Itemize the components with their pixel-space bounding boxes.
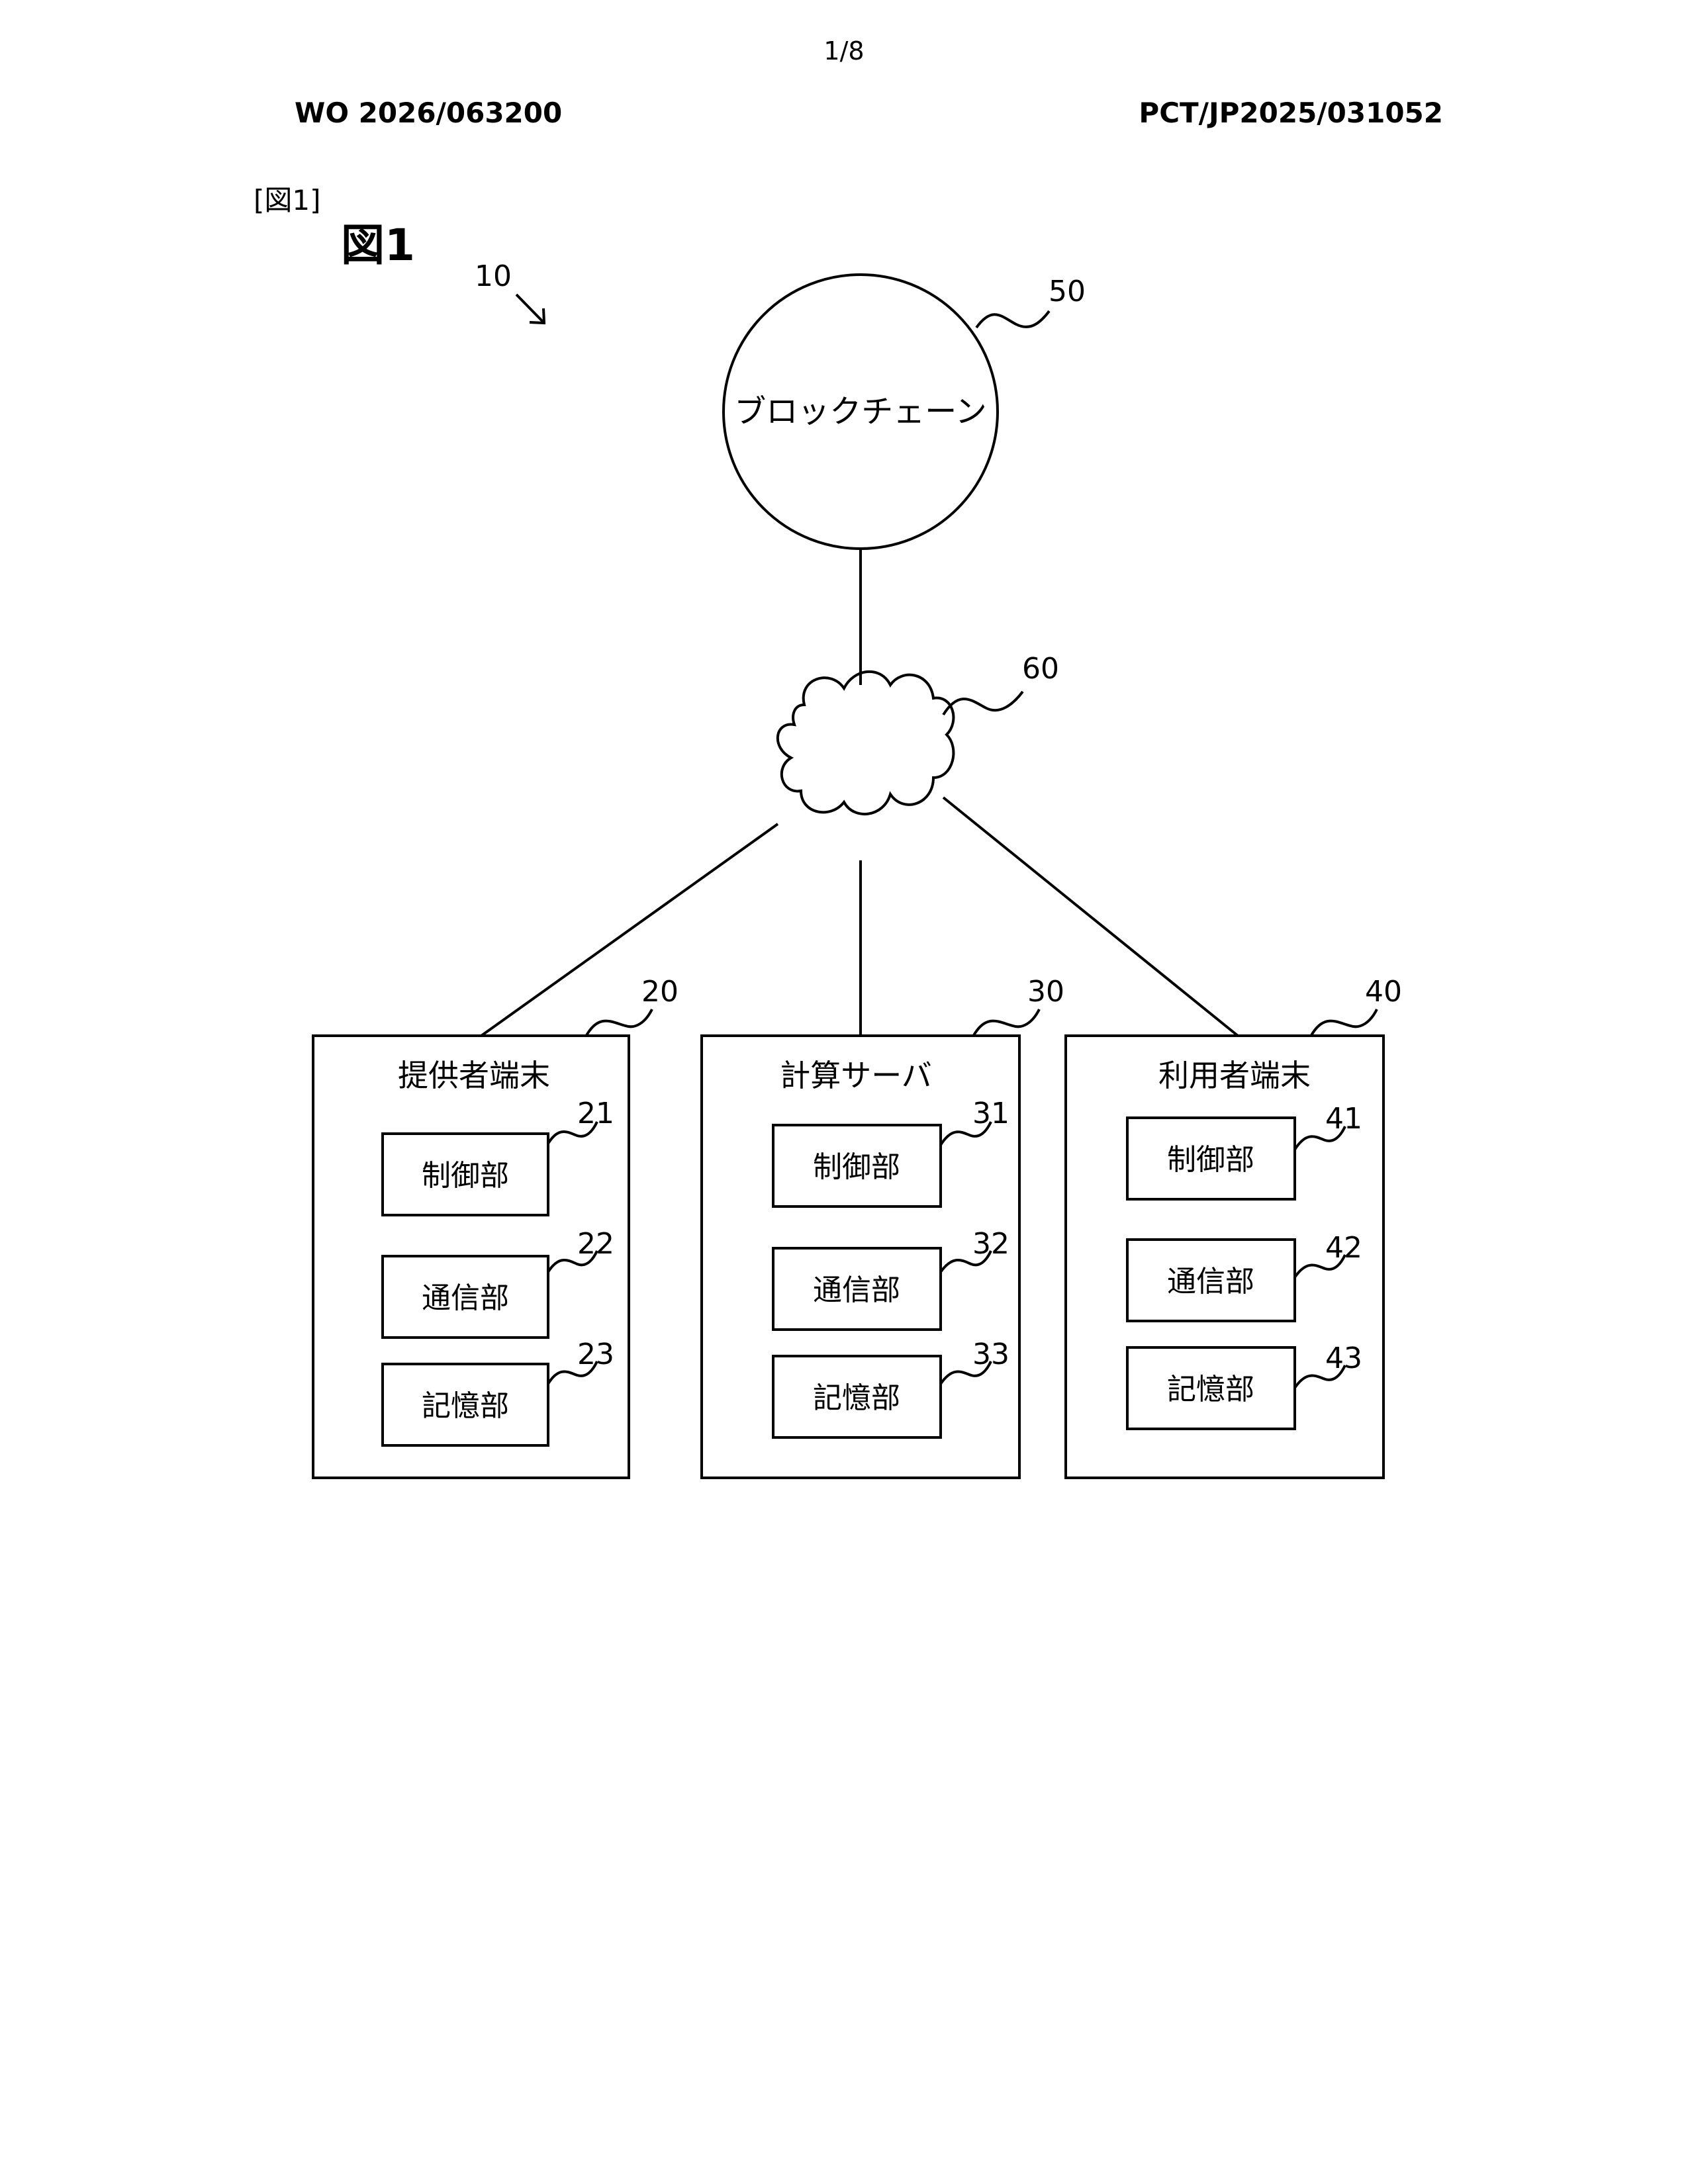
- system-pointer-arrow: [516, 295, 544, 323]
- network-ref: 60: [1022, 652, 1059, 686]
- provider-leader: [586, 1009, 652, 1036]
- user-terminal-ref: 40: [1365, 975, 1402, 1009]
- user-control-unit-label: 制御部: [1167, 1143, 1254, 1177]
- user-comm-unit-ref: 42: [1325, 1231, 1362, 1265]
- system-ref: 10: [475, 259, 512, 293]
- blockchain-label: ブロックチェーン: [734, 393, 987, 430]
- user-storage-unit-ref: 43: [1325, 1342, 1362, 1375]
- server-storage-unit-label: 記憶部: [813, 1381, 900, 1415]
- server-comm-unit-label: 通信部: [813, 1273, 900, 1307]
- provider-terminal-label: 提供者端末: [398, 1058, 550, 1093]
- provider-terminal-ref: 20: [641, 975, 679, 1009]
- user-leader: [1311, 1009, 1377, 1036]
- blockchain-ref: 50: [1049, 275, 1086, 308]
- provider-comm-unit-label: 通信部: [422, 1281, 509, 1315]
- server-leader: [973, 1009, 1039, 1036]
- provider-control-unit-ref: 21: [577, 1097, 614, 1130]
- compute-server-label: 計算サーバ: [780, 1058, 932, 1093]
- server-comm-unit-ref: 32: [972, 1227, 1009, 1261]
- user-control-unit-ref: 41: [1325, 1102, 1362, 1136]
- server-control-unit-ref: 31: [972, 1097, 1009, 1130]
- user-comm-unit-label: 通信部: [1167, 1265, 1254, 1298]
- user-storage-unit-label: 記憶部: [1167, 1373, 1254, 1406]
- blockchain-leader: [976, 311, 1049, 328]
- network-cloud: [778, 672, 954, 814]
- user-terminal-label: 利用者端末: [1158, 1058, 1311, 1093]
- network-leader: [943, 692, 1023, 715]
- compute-server-ref: 30: [1027, 975, 1064, 1009]
- network-provider-link: [481, 824, 778, 1036]
- provider-control-unit-label: 制御部: [422, 1159, 509, 1193]
- provider-storage-unit-ref: 23: [577, 1338, 614, 1371]
- server-control-unit-label: 制御部: [813, 1150, 900, 1184]
- provider-storage-unit-label: 記憶部: [422, 1389, 509, 1423]
- network-user-link: [943, 797, 1238, 1036]
- provider-comm-unit-ref: 22: [577, 1227, 614, 1261]
- server-storage-unit-ref: 33: [972, 1338, 1009, 1371]
